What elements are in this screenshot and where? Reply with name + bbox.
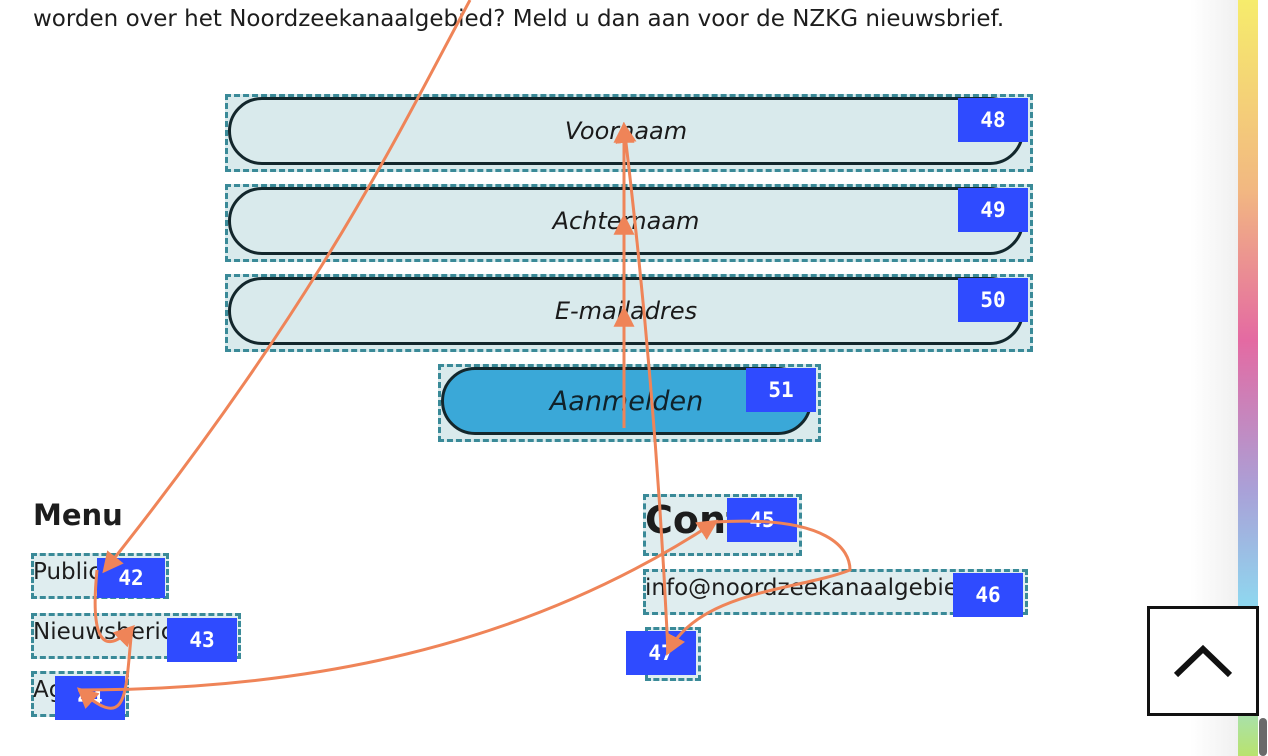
badge-49: 49 <box>958 188 1028 232</box>
color-gradient-sidebar <box>1238 0 1258 756</box>
badge-44: 44 <box>55 676 125 720</box>
contact-email-link[interactable]: info@noordzeekanaalgebied.nl <box>645 577 953 600</box>
last-name-input[interactable]: Achternaam <box>228 187 1024 255</box>
menu-item-agenda[interactable]: Agenda <box>33 679 55 702</box>
email-field-wrapper: E-mailadres <box>225 274 1033 352</box>
first-name-field-wrapper: Voornaam <box>225 94 1033 172</box>
badge-43: 43 <box>167 618 237 662</box>
arrow-path-to-45 <box>77 519 719 692</box>
menu-item-publicaties[interactable]: Publicaties <box>33 561 97 584</box>
scrollbar-thumb[interactable] <box>1259 718 1267 756</box>
badge-47: 47 <box>626 631 696 675</box>
contact-heading[interactable]: Contact <box>645 500 727 542</box>
badge-50: 50 <box>958 278 1028 322</box>
back-to-top-button[interactable] <box>1147 606 1259 716</box>
badge-42: 42 <box>97 558 165 598</box>
menu-heading: Menu <box>33 498 123 532</box>
badge-45: 45 <box>727 498 797 542</box>
chevron-up-icon <box>1173 644 1233 678</box>
badge-51: 51 <box>746 368 816 412</box>
intro-text: worden over het Noordzeekanaalgebied? Me… <box>33 6 1005 32</box>
menu-item-nieuwsberichten[interactable]: Nieuwsberichten <box>33 621 167 644</box>
email-input[interactable]: E-mailadres <box>228 277 1024 345</box>
badge-48: 48 <box>958 98 1028 142</box>
last-name-field-wrapper: Achternaam <box>225 184 1033 262</box>
badge-46: 46 <box>953 573 1023 617</box>
first-name-input[interactable]: Voornaam <box>228 97 1024 165</box>
